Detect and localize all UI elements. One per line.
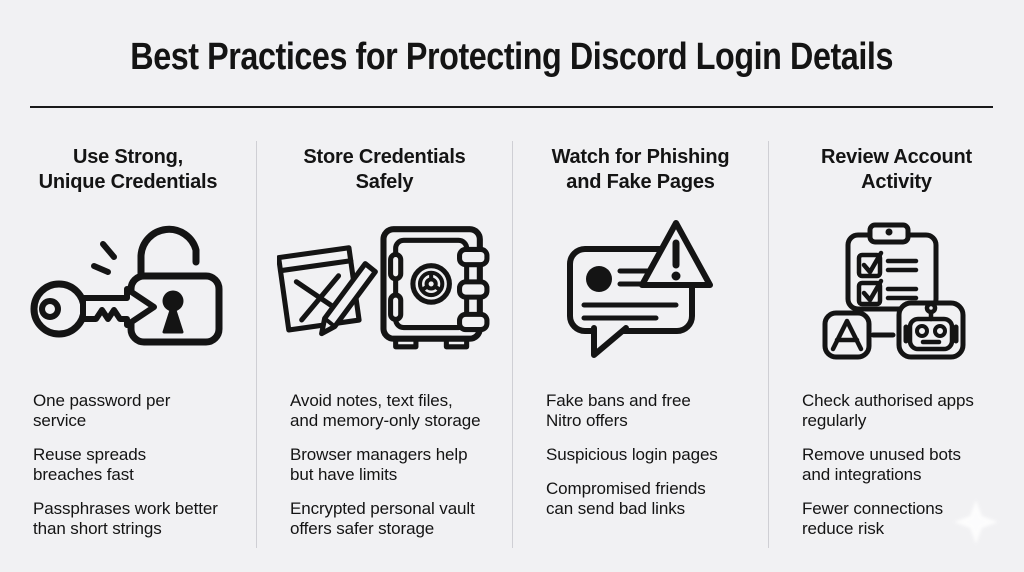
column-strong-credentials: Use Strong, Unique Credentials One passw…: [0, 141, 256, 548]
point: Avoid notes, text files, and memory-only…: [290, 391, 481, 430]
point: One password per service: [33, 391, 171, 430]
icon-box: [0, 197, 256, 381]
crossed-note-pen-and-safe-icon: [277, 226, 490, 350]
column-heading: Use Strong, Unique Credentials: [38, 146, 218, 193]
page-title-text: Best Practices for Protecting Discord Lo…: [130, 36, 894, 78]
column-heading: Watch for Phishing and Fake Pages: [551, 146, 730, 193]
chat-message-warning-icon: [566, 220, 713, 358]
column-phishing: Watch for Phishing and Fake Pages Fake b…: [512, 141, 768, 548]
point: Reuse spreads breaches fast: [33, 445, 147, 484]
icon-box: [513, 197, 768, 381]
points-list: Avoid notes, text files, and memory-only…: [257, 391, 512, 539]
points-list: One password per service Reuse spreads b…: [0, 391, 256, 539]
points-list: Check authorised apps regularly Remove u…: [769, 391, 1024, 539]
point: Remove unused bots and integrations: [802, 445, 961, 484]
point: Fewer connections reduce risk: [802, 499, 943, 538]
columns-row: Use Strong, Unique Credentials One passw…: [0, 141, 1024, 548]
checklist-app-and-bot-icon: [822, 222, 965, 360]
icon-box: [257, 197, 512, 381]
page-title: Best Practices for Protecting Discord Lo…: [0, 32, 1024, 82]
point: Encrypted personal vault offers safer st…: [290, 499, 475, 538]
point: Compromised friends can send bad links: [546, 479, 706, 518]
sparkle-icon: [954, 500, 998, 544]
point: Fake bans and free Nitro offers: [546, 391, 691, 430]
column-heading: Store Credentials Safely: [303, 146, 466, 193]
icon-box: [769, 197, 1024, 381]
key-and-unlocked-padlock-icon: [30, 225, 223, 346]
point: Browser managers help but have limits: [290, 445, 468, 484]
column-heading: Review Account Activity: [821, 146, 972, 193]
column-store-safely: Store Credentials Safely: [256, 141, 512, 548]
column-account-activity: Review Account Activity: [768, 141, 1024, 548]
points-list: Fake bans and free Nitro offers Suspicio…: [513, 391, 768, 519]
point: Passphrases work better than short strin…: [33, 499, 218, 538]
title-underline: [30, 106, 993, 108]
point: Suspicious login pages: [546, 445, 718, 464]
point: Check authorised apps regularly: [802, 391, 974, 430]
